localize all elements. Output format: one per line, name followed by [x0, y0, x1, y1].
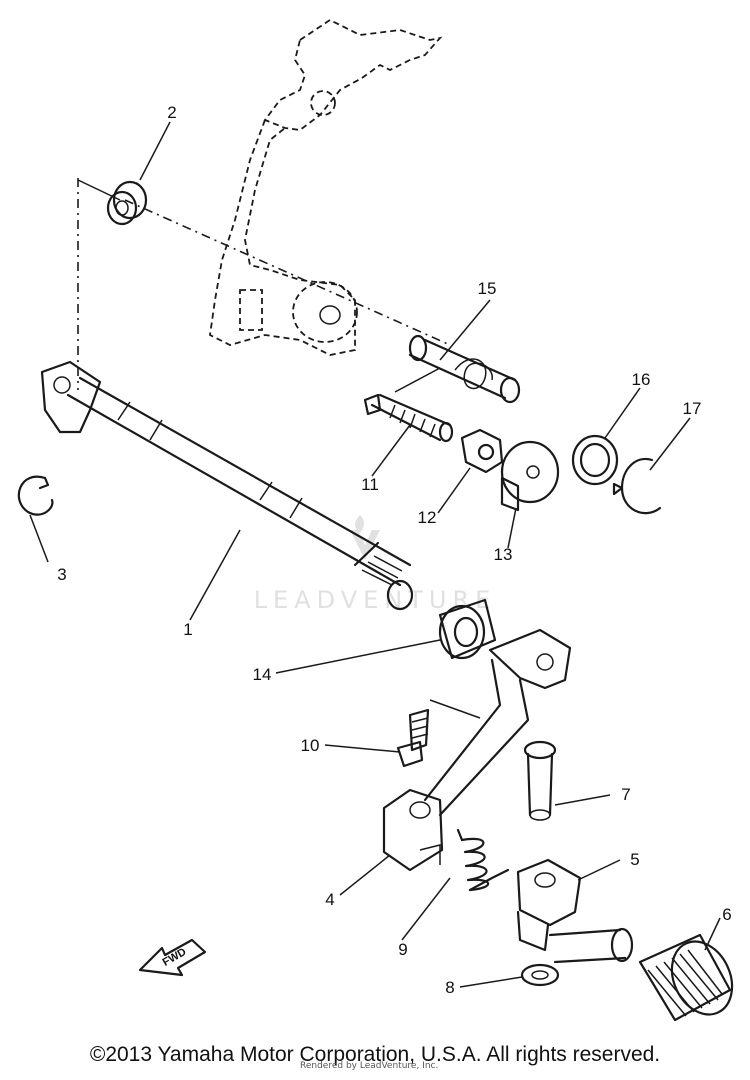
callout-9: 9 [398, 940, 407, 959]
callout-15: 15 [478, 279, 497, 298]
watermark-text: LEADVENTURE [254, 586, 497, 614]
part-14-collar[interactable] [438, 598, 497, 660]
copyright-notice: ©2013 Yamaha Motor Corporation, U.S.A. A… [89, 1043, 661, 1066]
callout-2: 2 [167, 103, 176, 122]
rendered-by-credit: Rendered by LeadVenture, Inc. [300, 1061, 439, 1071]
callout-14: 14 [253, 665, 272, 684]
part-6-footrest-rubber[interactable] [638, 932, 743, 1025]
part-17-circlip[interactable] [612, 457, 662, 515]
callout-3: 3 [57, 565, 66, 584]
crankcase-outline [209, 18, 443, 356]
part-8-washer[interactable] [520, 963, 560, 987]
part-2-bushing[interactable] [106, 180, 148, 226]
callout-13: 13 [494, 545, 513, 564]
callout-10: 10 [301, 736, 320, 755]
part-11-stopper-bolt[interactable] [363, 393, 454, 443]
callout-6: 6 [722, 905, 731, 924]
fwd-arrow-icon: FWD [138, 938, 207, 977]
leader-lines [29, 121, 721, 988]
callout-7: 7 [621, 785, 630, 804]
callout-1: 1 [183, 620, 192, 639]
callout-5: 5 [630, 850, 639, 869]
part-16-washer[interactable] [571, 434, 619, 486]
part-13-stopper-lever[interactable] [500, 440, 560, 512]
part-5-footrest-bracket[interactable] [516, 858, 634, 964]
part-4-shift-pedal[interactable] [382, 628, 572, 872]
callout-11: 11 [361, 475, 379, 494]
callout-12: 12 [418, 508, 437, 527]
part-3-circlip[interactable] [17, 475, 54, 516]
part-7-pin[interactable] [523, 740, 557, 821]
callout-17: 17 [683, 399, 702, 418]
part-9-spring[interactable] [456, 828, 510, 892]
callout-16: 16 [632, 370, 651, 389]
part-12-nut[interactable] [460, 428, 504, 474]
assembly-centerline [124, 199, 451, 346]
part-15-spring-shaft[interactable] [394, 334, 521, 404]
watermark-logo [350, 515, 380, 560]
callout-8: 8 [445, 978, 454, 997]
part-10-bolt[interactable] [396, 708, 430, 768]
part-1-shift-shaft[interactable] [40, 360, 414, 611]
callout-4: 4 [325, 890, 334, 909]
